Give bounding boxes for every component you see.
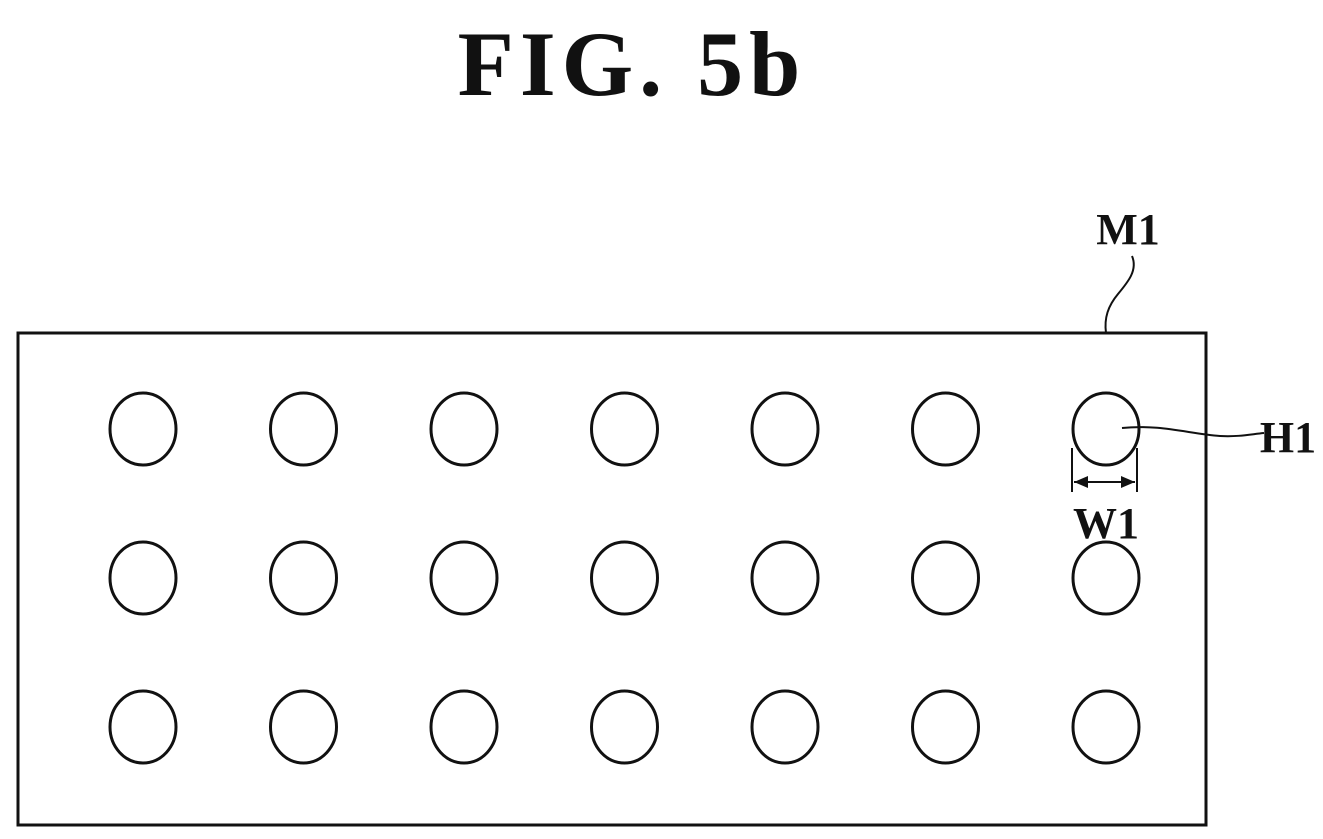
hole-r3-c5 [752, 691, 818, 763]
hole-r2-c1 [110, 542, 176, 614]
hole-r2-c6 [913, 542, 979, 614]
mask-leader-line [1106, 256, 1134, 333]
hole-r3-c6 [913, 691, 979, 763]
width-arrow-left [1074, 476, 1088, 488]
hole-r3-c3 [431, 691, 497, 763]
hole-r3-c7 [1073, 691, 1139, 763]
hole-label: H1 [1260, 413, 1316, 462]
hole-r3-c1 [110, 691, 176, 763]
width-arrow-right [1121, 476, 1135, 488]
hole-r1-c3 [431, 393, 497, 465]
figure-title: FIG. 5b [458, 13, 807, 115]
hole-leader-line [1122, 427, 1264, 436]
hole-r1-c4 [592, 393, 658, 465]
hole-r2-c3 [431, 542, 497, 614]
hole-r2-c7 [1073, 542, 1139, 614]
hole-r1-c7 [1073, 393, 1139, 465]
hole-grid [110, 393, 1139, 763]
hole-r1-c6 [913, 393, 979, 465]
hole-r3-c2 [271, 691, 337, 763]
mask-label: M1 [1096, 205, 1160, 254]
hole-r2-c5 [752, 542, 818, 614]
hole-r1-c5 [752, 393, 818, 465]
hole-r1-c2 [271, 393, 337, 465]
width-label: W1 [1073, 499, 1139, 548]
hole-r2-c2 [271, 542, 337, 614]
hole-r2-c4 [592, 542, 658, 614]
hole-r3-c4 [592, 691, 658, 763]
hole-r1-c1 [110, 393, 176, 465]
